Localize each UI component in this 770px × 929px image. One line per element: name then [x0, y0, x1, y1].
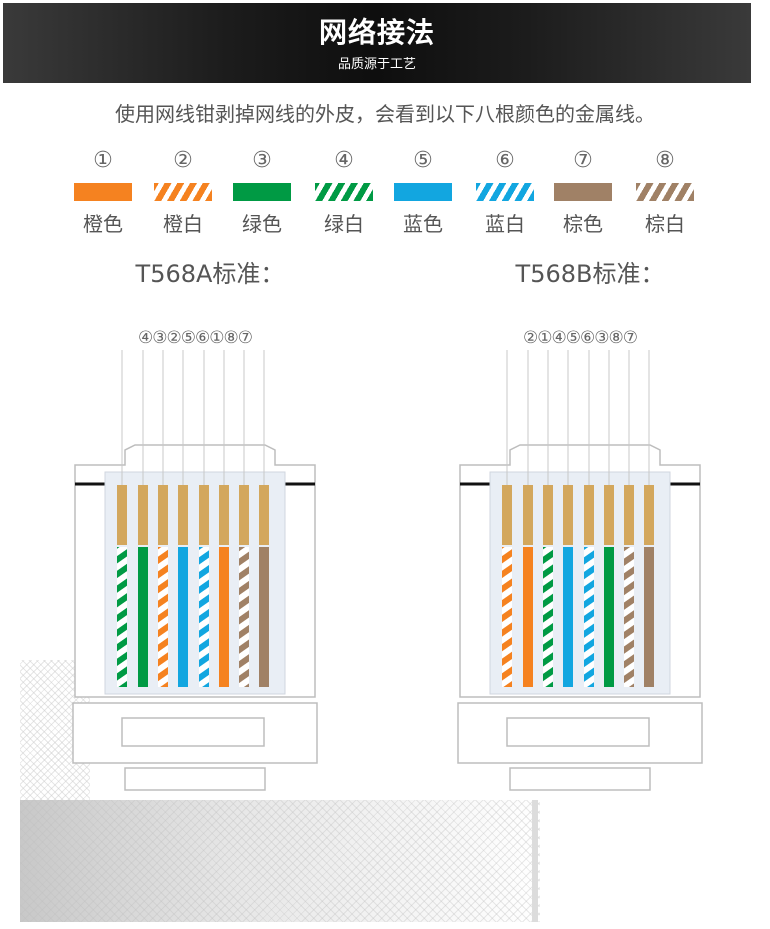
gold-contact: [563, 485, 573, 545]
gold-contact: [158, 485, 168, 545]
wire-棕色: [644, 547, 654, 687]
legend-label: 橙色: [83, 212, 123, 236]
gold-contact: [523, 485, 533, 545]
connector-cavity: [489, 471, 671, 695]
t568a-title: T568A标准：: [135, 260, 285, 288]
gold-contact: [624, 485, 634, 545]
legend-item-6: ⑥ 蓝白: [465, 148, 545, 238]
wire-绿色: [604, 547, 614, 687]
gold-contact: [584, 485, 594, 545]
legend-item-1: ① 橙色: [63, 148, 143, 238]
legend-label: 绿色: [242, 212, 282, 236]
gold-contact: [178, 485, 188, 545]
connector-tail: [124, 767, 266, 791]
legend-item-3: ③ 绿色: [222, 148, 302, 238]
gold-contact: [644, 485, 654, 545]
legend-number: ⑥: [495, 148, 515, 173]
wire-橙色: [219, 547, 229, 687]
legend-label: 绿白: [324, 212, 364, 236]
legend-number: ①: [93, 148, 113, 173]
legend-swatch: [74, 183, 132, 201]
legend-swatch: [554, 183, 612, 201]
wire-橙白: [502, 547, 512, 687]
legend-swatch: [476, 183, 534, 201]
wire-橙色: [523, 547, 533, 687]
legend-label: 棕色: [563, 212, 603, 236]
wire-绿白: [117, 547, 127, 687]
connector-latch-window: [506, 717, 650, 747]
bottom-divider: [532, 800, 538, 922]
gold-contact: [138, 485, 148, 545]
t568b-connector-diagram: [457, 350, 703, 791]
legend-swatch: [315, 183, 373, 201]
wire-棕色: [259, 547, 269, 687]
wire-橙白: [158, 547, 168, 687]
legend-swatch: [233, 183, 291, 201]
bottom-decoration: [20, 800, 540, 922]
t568a-pin-order: ④③②⑤⑥①⑧⑦: [138, 328, 253, 348]
t568b-title: T568B标准：: [515, 260, 665, 288]
legend-swatch: [394, 183, 452, 201]
legend-label: 棕白: [645, 212, 685, 236]
header-banner: 网络接法 品质源于工艺: [3, 3, 751, 83]
header-title: 网络接法: [318, 16, 435, 49]
t568b-pin-order: ②①④⑤⑥③⑧⑦: [523, 328, 638, 348]
legend-swatch: [154, 183, 212, 201]
legend-number: ③: [252, 148, 272, 173]
t568a-connector-diagram: [72, 350, 318, 791]
wire-棕白: [239, 547, 249, 687]
gold-contact: [502, 485, 512, 545]
connector-cavity: [104, 471, 286, 695]
legend-item-4: ④ 绿白: [304, 148, 384, 238]
legend-label: 蓝色: [403, 212, 443, 236]
legend-label: 蓝白: [485, 212, 525, 236]
gold-contact: [259, 485, 269, 545]
wire-绿白: [543, 547, 553, 687]
legend-item-5: ⑤ 蓝色: [383, 148, 463, 238]
header-subtitle: 品质源于工艺: [337, 57, 416, 72]
wire-蓝白: [199, 547, 209, 687]
legend-item-8: ⑧ 棕白: [625, 148, 705, 238]
gold-contact: [239, 485, 249, 545]
gold-contact: [117, 485, 127, 545]
gold-contact: [543, 485, 553, 545]
gold-contact: [199, 485, 209, 545]
wire-蓝色: [178, 547, 188, 687]
wire-棕白: [624, 547, 634, 687]
wire-绿色: [138, 547, 148, 687]
gold-contact: [604, 485, 614, 545]
wire-蓝色: [563, 547, 573, 687]
intro-text: 使用网线钳剥掉网线的外皮，会看到以下八根颜色的金属线。: [115, 102, 655, 126]
legend-label: 橙白: [163, 212, 203, 236]
legend-number: ④: [334, 148, 354, 173]
legend-swatch: [636, 183, 694, 201]
legend-number: ②: [173, 148, 193, 173]
connector-tail: [509, 767, 651, 791]
connector-boot: [72, 702, 318, 764]
legend-number: ⑧: [655, 148, 675, 173]
gold-contact: [219, 485, 229, 545]
legend-number: ⑦: [573, 148, 593, 173]
legend-number: ⑤: [413, 148, 433, 173]
connector-latch-window: [121, 717, 265, 747]
legend-item-7: ⑦ 棕色: [543, 148, 623, 238]
wire-蓝白: [584, 547, 594, 687]
legend-item-2: ② 橙白: [143, 148, 223, 238]
